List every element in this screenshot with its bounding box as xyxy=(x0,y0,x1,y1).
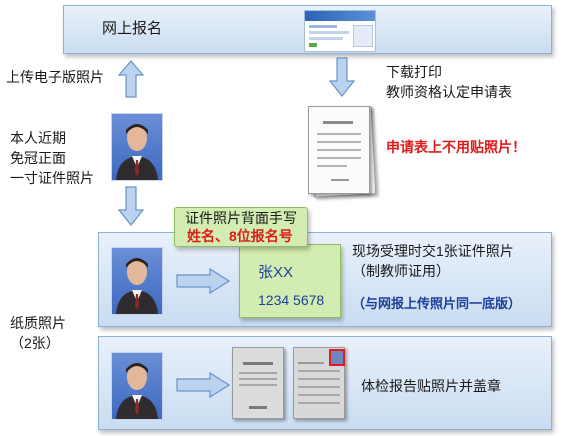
arrow-right-icon xyxy=(176,268,230,294)
photo-requirement-text: 本人近期 免冠正面 一寸证件照片 xyxy=(10,130,94,186)
upload-label: 上传电子版照片 xyxy=(6,69,104,85)
no-photo-warning: 申请表上不用贴照片！ xyxy=(386,139,526,155)
card-name: 张XX xyxy=(258,264,294,281)
attached-photo-highlight xyxy=(329,349,345,366)
person-icon xyxy=(116,258,158,314)
health-report-page-2 xyxy=(293,347,345,419)
same-photo-note: （与网报上传照片同一底版） xyxy=(352,296,522,311)
person-icon xyxy=(116,124,158,180)
callout-line2: 姓名、8位报名号 xyxy=(187,228,293,244)
online-signup-panel: 网上报名 xyxy=(63,5,552,54)
photo-back-card: 张XX 1234 5678 xyxy=(239,244,341,318)
portrait-photo-1 xyxy=(111,113,163,181)
callout-line1: 证件照片背面手写 xyxy=(185,210,297,226)
arrow-up-icon xyxy=(118,60,144,98)
website-thumbnail xyxy=(304,10,376,52)
paper-photos-label: 纸质照片 （2张） xyxy=(10,315,66,351)
application-form-doc-front xyxy=(308,106,370,194)
person-icon xyxy=(116,363,158,419)
portrait-photo-3 xyxy=(111,352,163,420)
online-signup-label: 网上报名 xyxy=(102,20,163,37)
portrait-photo-2 xyxy=(111,247,163,315)
arrow-down-icon xyxy=(329,57,355,97)
submission-text: 现场受理时交1张证件照片 （制教师证用） xyxy=(352,243,514,279)
arrow-down-icon xyxy=(118,186,144,226)
health-report-page-1 xyxy=(232,347,284,419)
card-number: 1234 5678 xyxy=(258,292,325,308)
download-label: 下载打印 教师资格认定申请表 xyxy=(386,64,512,100)
back-handwrite-callout: 证件照片背面手写 姓名、8位报名号 xyxy=(174,207,308,247)
arrow-right-icon xyxy=(176,372,230,398)
health-exam-text: 体检报告贴照片并盖章 xyxy=(361,378,501,394)
